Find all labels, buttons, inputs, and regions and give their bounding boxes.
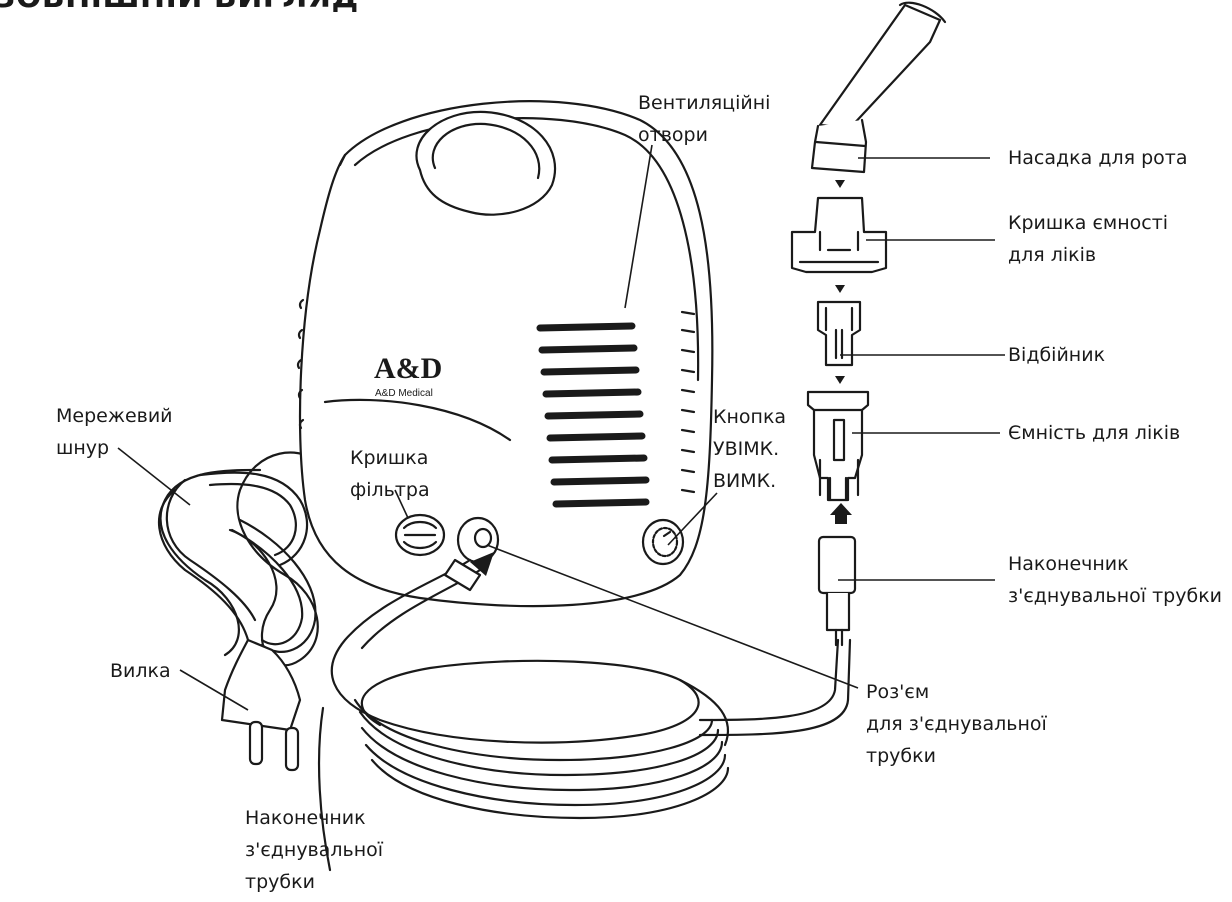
brand-logo-mark: A&D <box>374 352 442 385</box>
plug <box>222 640 300 770</box>
label-cap: Кришка ємності для ліків <box>1008 207 1168 271</box>
label-baffle: Відбійник <box>1008 339 1105 371</box>
label-power-cord: Мережевий шнур <box>56 400 173 464</box>
brand-name: A&D Medical <box>375 388 433 399</box>
label-tube-tip-right: Наконечник з'єднувальної трубки <box>1008 548 1222 612</box>
medicine-cap <box>792 198 886 272</box>
label-connector: Роз'єм для з'єднувальної трубки <box>866 676 1047 772</box>
tube-tip-right <box>819 537 855 645</box>
label-mouthpiece: Насадка для рота <box>1008 142 1187 174</box>
filter-cover <box>396 515 444 555</box>
power-button <box>643 520 683 564</box>
brand-logo: A&D A&D Medical <box>374 352 442 399</box>
label-plug: Вилка <box>110 655 171 687</box>
mouthpiece <box>812 3 945 172</box>
label-cup: Ємність для ліків <box>1008 417 1180 449</box>
air-tube <box>319 560 850 870</box>
page-title: ЗОВНІШНІЙ ВИГЛЯД <box>0 0 359 15</box>
label-filter-cover: Кришка фільтра <box>350 442 430 506</box>
label-tube-tip-bottom: Наконечник з'єднувальної трубки <box>245 802 383 898</box>
label-power-button: Кнопка УВІМК. ВИМК. <box>713 401 786 497</box>
label-vents: Вентиляційні отвори <box>638 87 770 151</box>
medicine-cup <box>808 392 868 500</box>
